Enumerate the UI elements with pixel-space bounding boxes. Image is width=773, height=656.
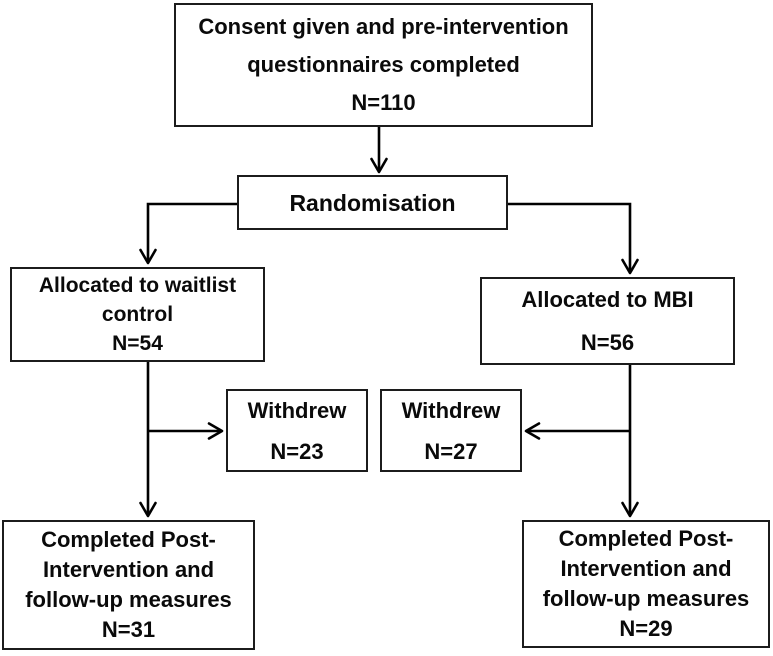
node-line: Withdrew	[401, 397, 501, 423]
node-line: follow-up measures	[542, 586, 750, 611]
arrow-randomisation-to-mbi	[506, 202, 639, 275]
flow-node-completed-waitlist: Completed Post- Intervention and follow-…	[2, 520, 255, 650]
node-line: Consent given and pre-intervention	[198, 14, 569, 39]
flow-node-allocated-waitlist: Allocated to waitlist control N=54	[10, 267, 265, 362]
flow-node-randomisation: Randomisation	[237, 175, 508, 230]
node-line: Intervention and	[42, 557, 215, 582]
flow-node-completed-mbi: Completed Post- Intervention and follow-…	[522, 520, 770, 648]
node-line: N=27	[424, 438, 478, 464]
node-line: N=56	[580, 330, 635, 355]
node-line: follow-up measures	[25, 587, 232, 612]
arrow-randomisation-to-waitlist	[139, 202, 238, 265]
node-line: N=110	[351, 90, 416, 115]
node-line: Intervention and	[560, 556, 732, 581]
flow-node-withdrew-mbi: Withdrew N=27	[380, 389, 522, 472]
node-line: Completed Post-	[41, 527, 216, 552]
flow-node-consent: Consent given and pre-intervention quest…	[174, 3, 593, 127]
node-line: N=23	[270, 438, 324, 464]
node-line: control	[101, 303, 174, 326]
node-line: N=29	[619, 616, 673, 641]
node-line: N=31	[101, 617, 156, 642]
node-line: Completed Post-	[558, 526, 734, 551]
node-line: Allocated to MBI	[521, 287, 694, 312]
node-line: questionnaires completed	[247, 52, 520, 77]
node-line: Allocated to waitlist	[38, 274, 237, 297]
flow-node-withdrew-waitlist: Withdrew N=23	[226, 389, 368, 472]
node-line: N=54	[112, 332, 163, 355]
flow-node-allocated-mbi: Allocated to MBI N=56	[480, 277, 735, 365]
node-line: Withdrew	[247, 397, 347, 423]
node-line: Randomisation	[289, 189, 456, 216]
